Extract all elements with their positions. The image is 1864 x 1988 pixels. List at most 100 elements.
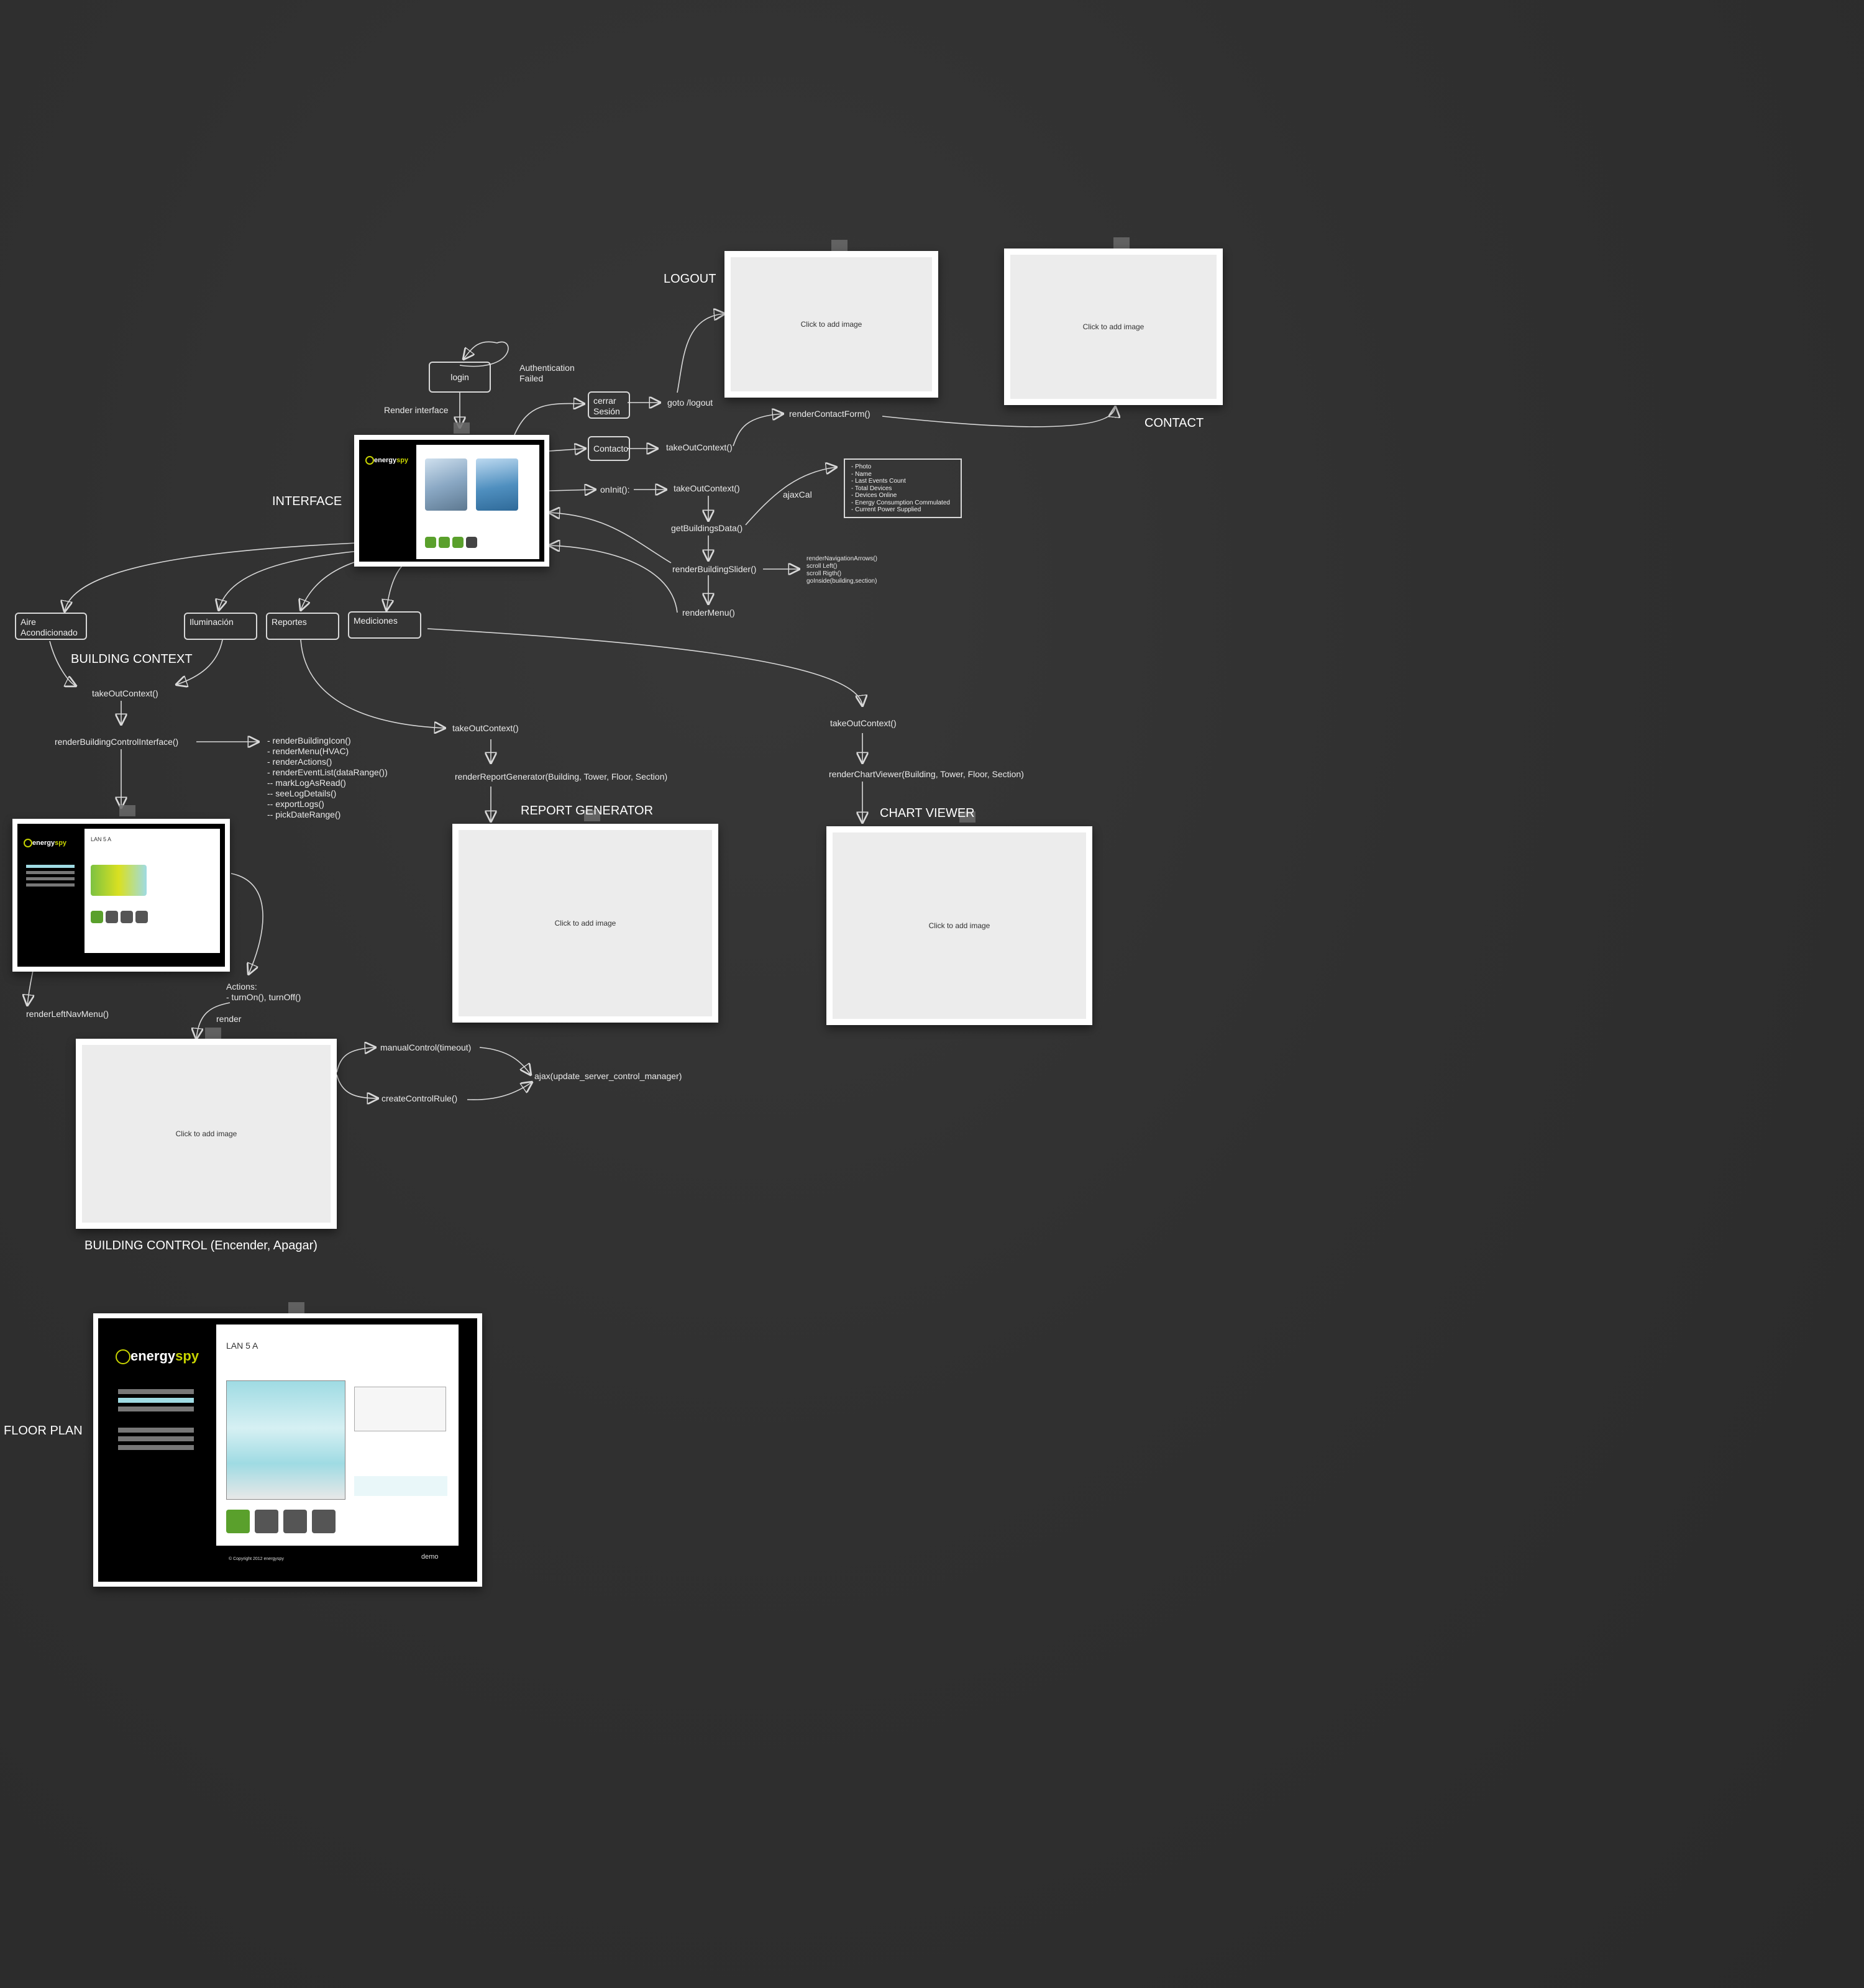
actions-on-off-label: - turnOn(), turnOff() [226,992,301,1002]
building-data-fields-box: - Photo- Name- Last Events Count- Total … [844,458,962,518]
interface-screenshot[interactable]: energyspy [354,435,549,567]
nav-item[interactable] [118,1407,194,1411]
building-control-image-frame[interactable]: Click to add image [76,1039,337,1229]
building-control-method: - renderEventList(dataRange()) [267,767,388,777]
title-logout: LOGOUT [664,272,716,286]
rule-to-ajax [467,1082,532,1101]
placeholder-text: Click to add image [1082,322,1144,331]
contact-image-placeholder[interactable]: Click to add image [1010,255,1217,399]
nav-item-active[interactable] [26,865,75,868]
nav-item[interactable] [118,1445,194,1450]
placeholder-text: Click to add image [800,320,862,329]
create-control-rule-label: createControlRule() [381,1093,458,1103]
render-label: render [216,1014,242,1024]
cerrar-sesion-node[interactable]: cerrar Sesión [588,391,630,419]
chart-viewer-image-frame[interactable]: Click to add image [826,826,1092,1025]
nav-item[interactable] [118,1389,194,1394]
logout-image-frame[interactable]: Click to add image [724,251,938,398]
reports-icon [121,911,133,923]
render-building-control-interface-label: renderBuildingControlInterface() [55,737,179,747]
title-contact: CONTACT [1144,416,1204,430]
ajax-cal-label: ajaxCal [783,490,812,499]
building-data-field: - Last Events Count [851,478,906,485]
nav-item[interactable] [26,883,75,887]
measurements-icon [312,1510,336,1533]
take-out-context-reportes-label: takeOutContext() [452,723,519,733]
ajaxcal-to-fields [745,467,836,526]
building-control-method: - renderMenu(HVAC) [267,746,349,756]
tape-contact [1113,237,1130,248]
mockup-to-actions [231,873,263,974]
manual-control-label: manualControl(timeout) [380,1042,472,1052]
nav-item[interactable] [26,871,75,874]
measurements-icon [466,537,477,548]
mediciones-node[interactable]: Mediciones [348,611,421,639]
take-out-context-init-label: takeOutContext() [674,483,740,493]
placeholder-text: Click to add image [928,921,990,930]
interface-to-oninit [549,490,595,491]
hvac-icon [425,537,436,548]
nav-item-active[interactable] [118,1398,194,1403]
building-data-field: - Energy Consumption Commulated [851,499,950,506]
building-name: LAN 5 A [226,1341,258,1351]
logo-accent: spy [396,456,409,464]
building-control-image-placeholder[interactable]: Click to add image [82,1045,331,1223]
title-building-context: BUILDING CONTEXT [71,652,193,666]
iluminacion-to-context [176,639,223,685]
tape-report [584,810,600,821]
building-data-field: - Name [851,470,872,478]
tape-control [205,1028,221,1039]
menu-back-to-interface [549,545,678,613]
footer-demo-text: demo [421,1553,439,1561]
interface-screen: energyspy [359,440,544,562]
hvac-icon [226,1510,250,1533]
building-photo-1 [425,458,467,511]
reports-icon [452,537,464,548]
lighting-icon [439,537,450,548]
chart-viewer-image-placeholder[interactable]: Click to add image [833,832,1086,1019]
tape-logout [831,240,847,251]
interface-to-cerrar [514,404,584,435]
building-photo-2 [476,458,518,511]
title-chart-viewer: CHART VIEWER [880,806,975,820]
building-control-method: - renderBuildingIcon() [267,736,351,746]
reports-icon [283,1510,307,1533]
iluminacion-node[interactable]: Iluminación [184,613,257,640]
nav-item[interactable] [118,1436,194,1441]
contacto-node[interactable]: Contacto [588,436,630,461]
interface-to-aire [65,540,416,611]
render-contact-form-label: renderContactForm() [789,409,870,419]
event-list-box[interactable] [354,1387,446,1431]
nav-item[interactable] [26,877,75,880]
reportes-to-takeout [300,639,445,728]
goto-to-logout [677,314,724,393]
render-chart-viewer-label: renderChartViewer(Building, Tower, Floor… [829,769,1024,779]
floor-plan-screenshot[interactable]: energyspy LAN 5 A © Copyright 2012 energ… [93,1313,482,1587]
building-control-method: -- exportLogs() [267,799,324,809]
logo-prefix: energy [374,456,397,464]
nav-item[interactable] [118,1428,194,1433]
report-generator-image-placeholder[interactable]: Click to add image [459,830,712,1016]
copyright-text: © Copyright 2012 energyspy [229,1557,284,1561]
contact-image-frame[interactable]: Click to add image [1004,248,1223,405]
building-control-methods-list: - renderBuildingIcon()- renderMenu(HVAC)… [267,736,388,820]
building-name: LAN 5 A [91,836,112,842]
aire-acondicionado-node[interactable]: Aire Acondicionado [15,613,87,640]
control-to-manual [336,1047,375,1073]
render-report-generator-label: renderReportGenerator(Building, Tower, F… [455,772,668,782]
reportes-node[interactable]: Reportes [266,613,339,640]
building-context-screenshot[interactable]: energyspy LAN 5 A [12,819,230,972]
building-control-method: - renderActions() [267,757,332,767]
render-left-nav-menu-label: renderLeftNavMenu() [26,1009,109,1019]
energyspy-logo: energyspy [365,456,408,465]
logo-accent: spy [55,839,67,847]
login-node[interactable]: login [429,362,491,393]
control-to-rule [336,1074,378,1098]
slider-methods-list: renderNavigationArrows()scroll Left()scr… [806,555,877,585]
lighting-icon [106,911,118,923]
report-generator-image-frame[interactable]: Click to add image [452,824,718,1023]
logout-image-placeholder[interactable]: Click to add image [731,257,932,391]
contactform-to-contact [882,407,1115,427]
